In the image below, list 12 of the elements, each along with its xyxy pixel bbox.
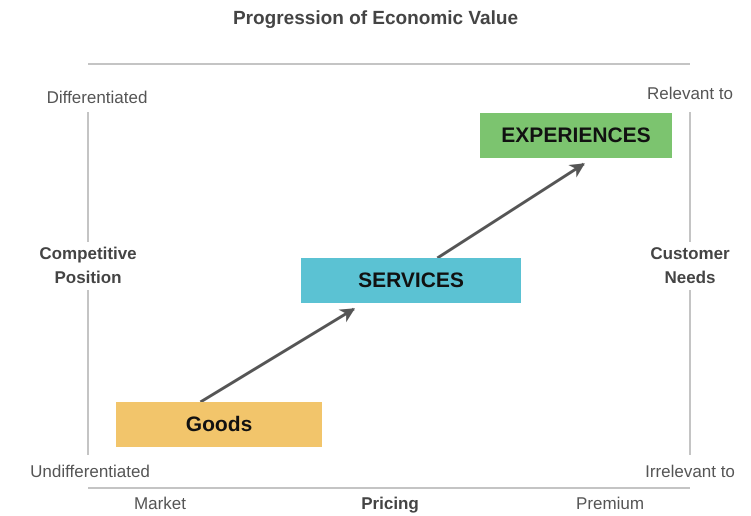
axis-label: Differentiated	[46, 87, 148, 109]
stage-box: EXPERIENCES	[480, 113, 672, 158]
axis-label: Market	[133, 493, 187, 515]
axis-label: Relevant to	[646, 83, 734, 105]
axis-label: Premium	[574, 493, 645, 515]
arrow	[436, 162, 585, 260]
axis-label: Undifferentiated	[29, 461, 151, 483]
stage-box: SERVICES	[301, 258, 521, 303]
axis-label: Irrelevant to	[644, 461, 736, 483]
stage-box: Goods	[116, 402, 322, 447]
diagram-title: Progression of Economic Value	[232, 8, 520, 30]
arrow	[200, 308, 356, 404]
